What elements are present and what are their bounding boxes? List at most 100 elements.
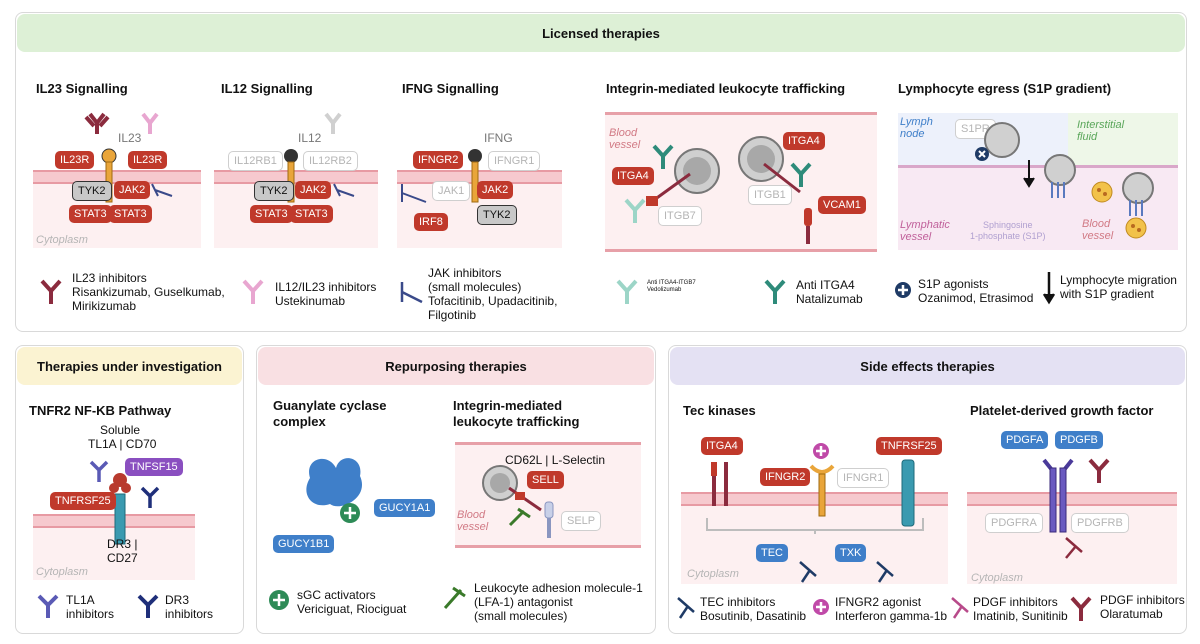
s1p-legend1-line1: S1P agonists bbox=[918, 277, 989, 291]
dr3-legend-line1: DR3 bbox=[165, 593, 190, 607]
se-tnfrsf25-receptor-icon bbox=[901, 459, 915, 527]
investigation-banner: Therapies under investigation bbox=[17, 347, 242, 385]
sgc-activator-plus-icon bbox=[340, 503, 360, 523]
jak-legend-inhibitor-icon bbox=[400, 282, 423, 304]
pdgf-kinase-inhibitor-icon bbox=[1065, 537, 1083, 559]
il12rb1-badge: IL12RB1 bbox=[228, 151, 283, 171]
lfa1-legend-line1: Leukocyte adhesion molecule-1 bbox=[474, 581, 643, 595]
ifng-jak2-badge: JAK2 bbox=[477, 181, 514, 199]
il23-legend-line3: Mirikizumab bbox=[72, 299, 137, 313]
vedolizumab-legend-line1: Anti ITGA4-ITGB7 bbox=[647, 280, 696, 286]
integrin-itga4-b-badge: ITGA4 bbox=[783, 132, 825, 150]
interstitial-fluid-label: Interstitial fluid bbox=[1077, 119, 1125, 143]
il12-legend-line2: Ustekinumab bbox=[275, 294, 346, 308]
s1p-title: Lymphocyte egress (S1P gradient) bbox=[898, 81, 1112, 96]
pdgf-legend1-line1: PDGF inhibitors bbox=[973, 595, 1058, 609]
il12-legend-line1: IL12/IL23 inhibitors bbox=[275, 280, 377, 294]
s1p-agonist-bound-icon bbox=[975, 147, 989, 161]
lfa1-legend-line2: (LFA-1) antagonist bbox=[474, 595, 573, 609]
il12-legend-antibody-icon bbox=[242, 279, 264, 304]
platelet-a-icon bbox=[1091, 181, 1113, 203]
ifngr2-legend-line2: Interferon gamma-1b bbox=[835, 609, 948, 623]
integrin-title: Integrin-mediated leukocyte trafficking bbox=[606, 81, 846, 96]
selp-icon bbox=[544, 501, 554, 538]
cd62l-label: CD62L | L-Selectin bbox=[505, 453, 606, 467]
ifngr2-legend-line1: IFNGR2 agonist bbox=[835, 595, 922, 609]
tl1a-antibody-icon bbox=[89, 460, 109, 482]
il23-stat3-a-badge: STAT3 bbox=[69, 205, 112, 223]
pdgf-title: Platelet-derived growth factor bbox=[970, 403, 1154, 418]
dr3-legend-antibody-icon bbox=[137, 594, 159, 618]
sell-badge: SELL bbox=[527, 471, 564, 489]
pdgfa-badge: PDGFA bbox=[1001, 431, 1049, 449]
il12-ligand-label: IL12 bbox=[298, 131, 322, 145]
tl1a-legend-line1: TL1A bbox=[66, 593, 95, 607]
integrin-vessel-label: Blood vessel bbox=[609, 127, 641, 151]
dr3-label-line1: DR3 | bbox=[107, 537, 138, 551]
tec-kinases-title: Tec kinases bbox=[683, 403, 756, 418]
lfa1-legend-line3: (small molecules) bbox=[474, 609, 568, 623]
il12-jak2-badge: JAK2 bbox=[295, 181, 332, 199]
pdgf-legend-inhibitor-icon bbox=[951, 597, 969, 619]
irf8-badge: IRF8 bbox=[414, 213, 448, 231]
tl1a-cd70-label: TL1A | CD70 bbox=[88, 437, 157, 451]
tec-bracket-icon bbox=[706, 518, 924, 534]
ifngr2-badge: IFNGR2 bbox=[413, 151, 464, 169]
pdgfra-badge: PDGFRA bbox=[985, 513, 1043, 533]
vedolizumab-legend-line2: Vedolizumab bbox=[647, 287, 682, 293]
gc-title-line2: complex bbox=[273, 414, 326, 429]
integrin-binding-a-icon bbox=[646, 172, 691, 206]
rep-integrin-title-line1: Integrin-mediated bbox=[453, 398, 563, 413]
lymphatic-vessel-label: Lymphatic vessel bbox=[900, 219, 950, 243]
vedolizumab-antibody-icon bbox=[624, 198, 646, 223]
vedolizumab-legend-antibody-icon bbox=[616, 279, 638, 304]
s1p-interstitial-area bbox=[1068, 113, 1178, 165]
il12-antibody-icon bbox=[324, 112, 342, 134]
s1p-legend-migration-arrow-icon bbox=[1042, 272, 1056, 305]
tnfr2-title: TNFR2 NF-KB Pathway bbox=[29, 403, 172, 418]
ifng-inhibitor-icon bbox=[401, 184, 427, 203]
il23-legend-line1: IL23 inhibitors bbox=[72, 271, 147, 285]
pdgf-antibody-icon bbox=[1088, 458, 1110, 483]
natalizumab-legend-line2: Natalizumab bbox=[796, 292, 863, 306]
il23-legend-antibody-icon bbox=[40, 279, 62, 304]
jak-legend-line4: Filgotinib bbox=[428, 308, 477, 322]
tl1a-legend-line2: inhibitors bbox=[66, 607, 115, 621]
s1p-legend2-line1: Lymphocyte migration bbox=[1060, 273, 1177, 287]
lfa1-antagonist-icon bbox=[508, 507, 531, 527]
sgc-legend-plus-icon bbox=[269, 590, 289, 610]
se-tnfrsf25-badge: TNFRSF25 bbox=[876, 437, 942, 455]
guanylate-cyclase-complex-icon bbox=[306, 458, 363, 507]
tnfrsf25-receptor-icon bbox=[109, 473, 131, 545]
jak-legend-line1: JAK inhibitors bbox=[428, 266, 502, 280]
il12-title: IL12 Signalling bbox=[221, 81, 313, 96]
rep-vessel-label: Blood vessel bbox=[457, 509, 489, 533]
natalizumab-antibody-2-icon bbox=[790, 162, 812, 187]
licensed-therapies-banner: Licensed therapies bbox=[17, 14, 1185, 52]
dr3-antibody-icon bbox=[140, 486, 160, 508]
s1p-blood-vessel-label: Blood vessel bbox=[1082, 218, 1114, 242]
ifng-tyk2-badge: TYK2 bbox=[477, 205, 517, 225]
pdgf-receptor-icon bbox=[1042, 458, 1074, 533]
lfa1-legend-antagonist-icon bbox=[443, 586, 466, 609]
integrin-lymphocyte-a-icon bbox=[674, 148, 720, 194]
tec-legend-line2: Bosutinib, Dasatinib bbox=[700, 609, 807, 623]
tl1a-legend-antibody-icon bbox=[37, 594, 59, 618]
il23-ligand-label: IL23 bbox=[118, 131, 142, 145]
investigation-tnfrsf25-badge: TNFRSF25 bbox=[50, 492, 116, 510]
il12-stat3-b-badge: STAT3 bbox=[290, 205, 333, 223]
tnfr2-membrane bbox=[33, 514, 195, 528]
pdgf-legend2-line2: Olaratumab bbox=[1100, 607, 1163, 621]
ifng-ligand-label: IFNG bbox=[484, 131, 513, 145]
txk-inhibitor-icon bbox=[876, 561, 894, 583]
il23-inhibitor-icon bbox=[151, 183, 173, 197]
s1p-legend2-line2: with S1P gradient bbox=[1060, 287, 1154, 301]
se-itga4-badge: ITGA4 bbox=[701, 437, 743, 455]
sell-binding-icon bbox=[508, 486, 542, 512]
pdgf-membrane bbox=[967, 492, 1177, 506]
soluble-label: Soluble bbox=[100, 423, 141, 437]
integrin-vessel-area bbox=[605, 112, 877, 252]
il23-tyk2-badge: TYK2 bbox=[72, 181, 112, 201]
il23-stat3-b-badge: STAT3 bbox=[109, 205, 152, 223]
se-ifngr2-badge: IFNGR2 bbox=[760, 468, 811, 486]
